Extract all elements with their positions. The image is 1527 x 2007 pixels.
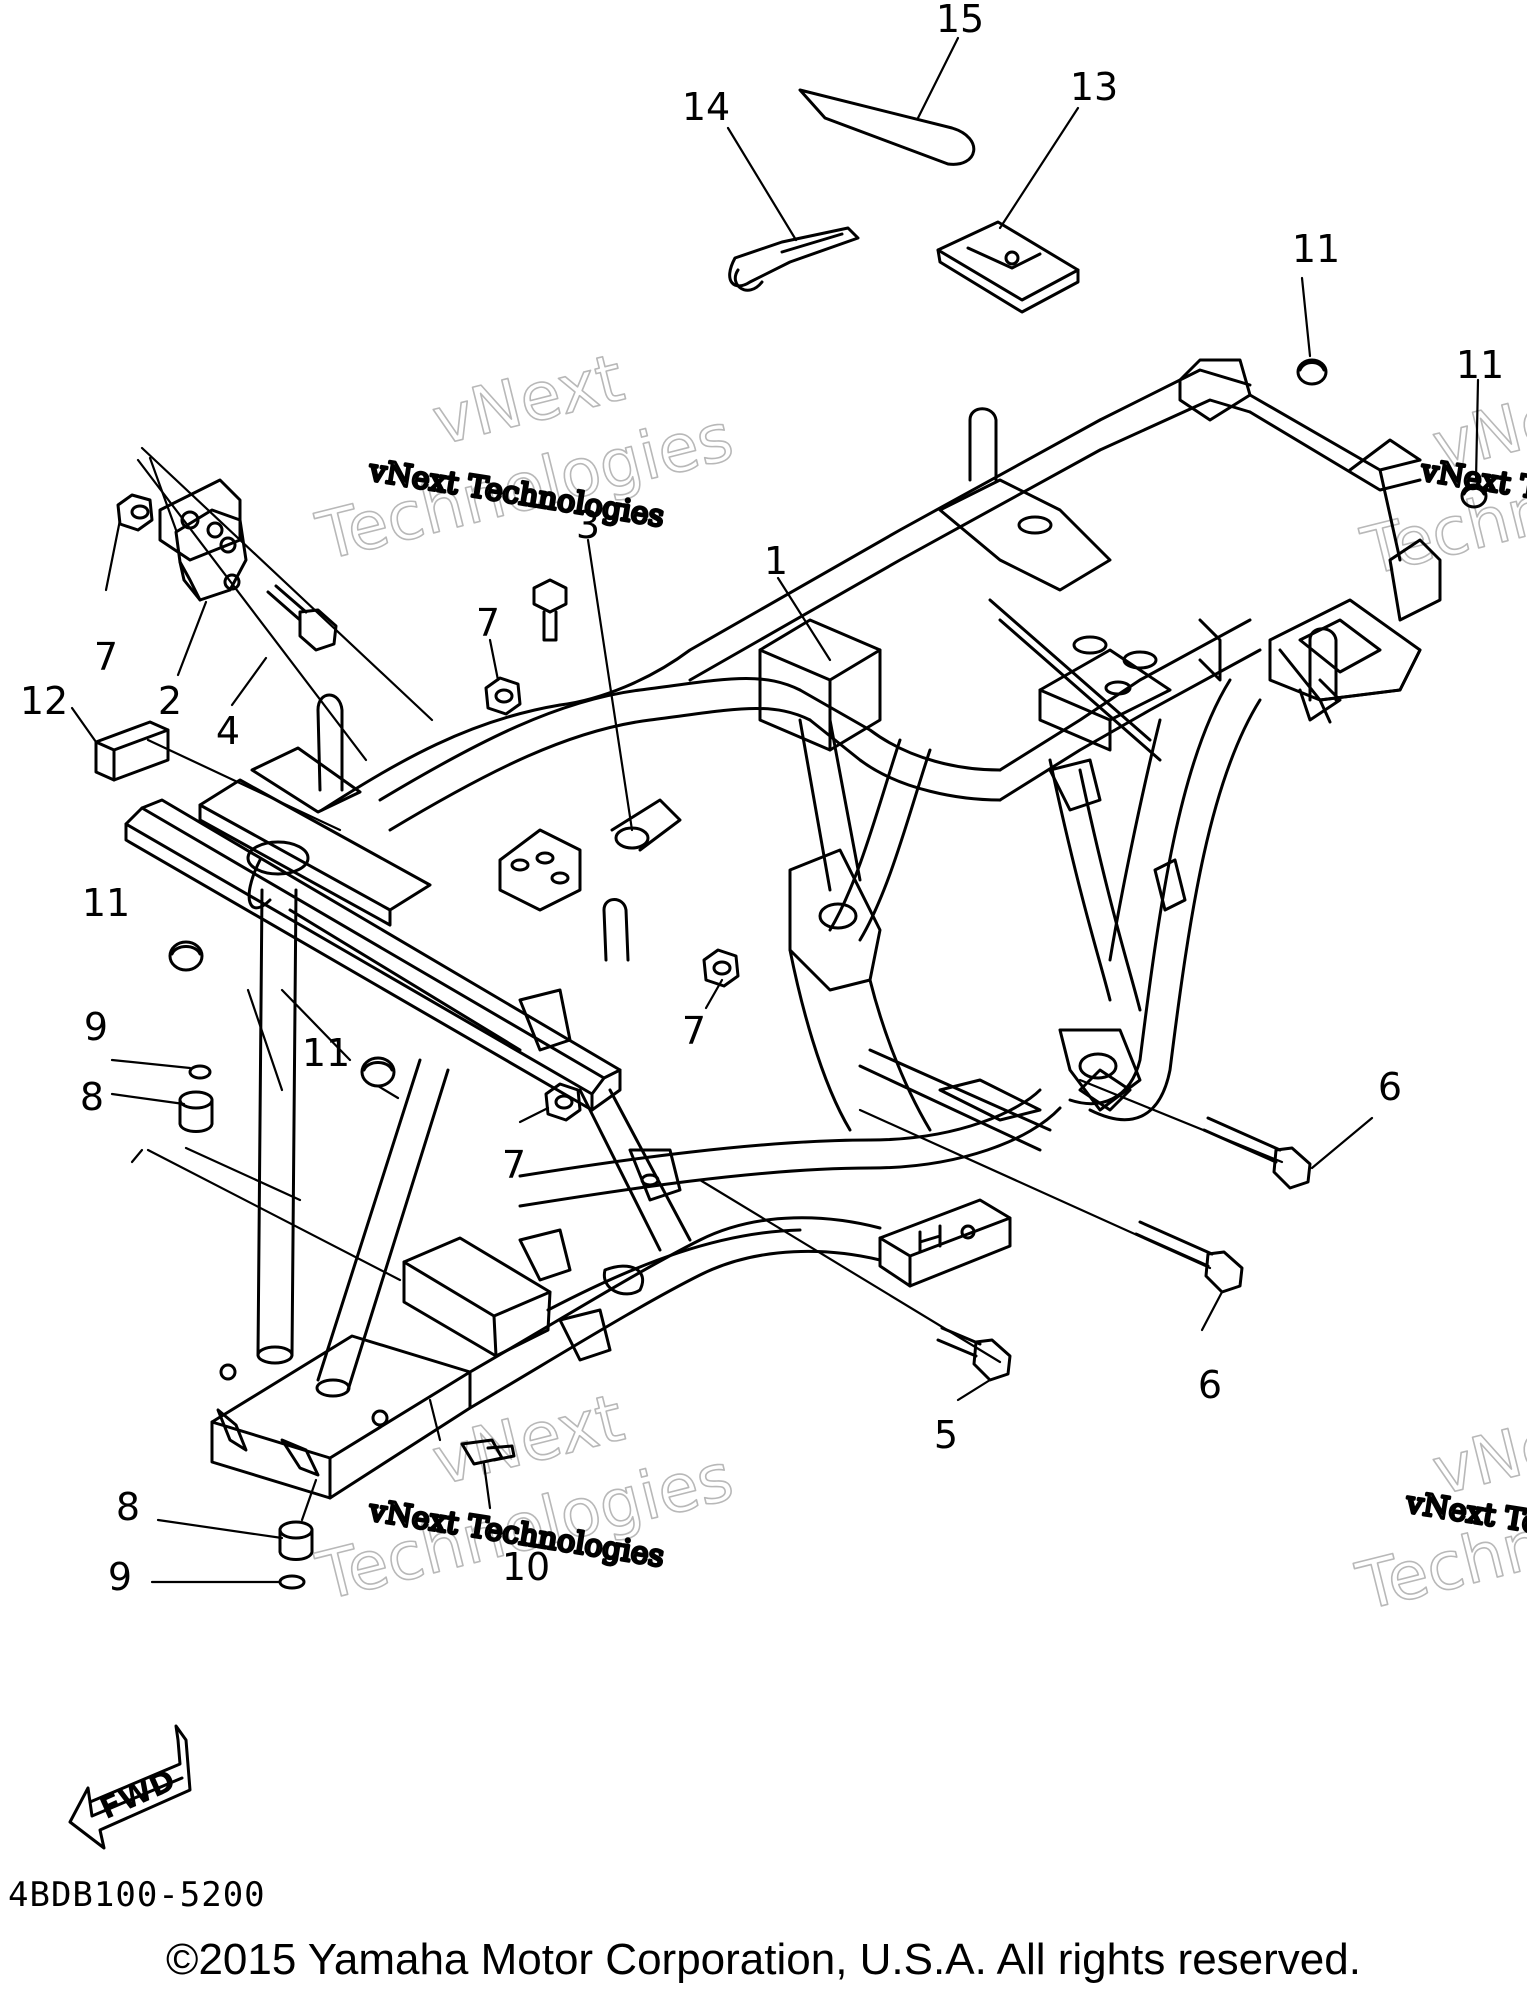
- part-8-bushing-upper: [178, 1090, 214, 1133]
- callout-7-mid-left: 7: [476, 601, 500, 645]
- u-loop-rear-top: [968, 407, 998, 482]
- part-7-nut-center: [702, 948, 740, 988]
- part-3-bolt: [532, 578, 568, 642]
- part-13-plate: [936, 220, 1080, 314]
- u-loop-rear-right: [1308, 627, 1338, 702]
- part-12-block: [94, 720, 170, 782]
- fwd-arrow-icon: [68, 1724, 192, 1850]
- callout-3: 3: [576, 503, 600, 547]
- callout-6-lower: 6: [1198, 1363, 1222, 1407]
- watermark-top-left: vNext Technologies vNext Technologies: [308, 338, 741, 576]
- callout-4: 4: [216, 709, 240, 753]
- part-15-pad: [798, 88, 976, 166]
- callout-9-upper: 9: [84, 1005, 108, 1049]
- leader-lines: [70, 36, 1480, 1584]
- part-9-oring-lower: [278, 1574, 306, 1590]
- part-11-cap-left: [168, 940, 204, 972]
- callout-11-top-right: 11: [1292, 227, 1340, 271]
- part-4-bolt: [266, 584, 338, 652]
- part-11-cap-mid: [360, 1056, 396, 1088]
- callout-7-top-left: 7: [94, 635, 118, 679]
- part-9-oring-upper: [188, 1064, 212, 1080]
- part-7-nut-lower-left: [544, 1082, 582, 1122]
- callout-12: 12: [20, 679, 68, 723]
- frame-assembly: [124, 358, 1442, 1500]
- part-code: 4BDB100-5200: [8, 1875, 266, 1915]
- part-6-bolt-lower: [1134, 1220, 1244, 1294]
- callout-5: 5: [934, 1413, 958, 1457]
- part-10-fitting: [460, 1438, 516, 1466]
- part-11-cap-top-right: [1296, 358, 1328, 386]
- callout-8-upper: 8: [80, 1075, 104, 1119]
- callout-9-lower: 9: [108, 1555, 132, 1599]
- callout-11-mid: 11: [302, 1031, 350, 1075]
- u-loop-mid: [602, 898, 630, 962]
- callout-1: 1: [764, 539, 788, 583]
- part-7-nut-top-left: [116, 493, 154, 532]
- callout-7-lower: 7: [502, 1143, 526, 1187]
- u-loop-left: [316, 693, 344, 792]
- callout-11-right: 11: [1456, 343, 1504, 387]
- callout-13: 13: [1070, 65, 1118, 109]
- callout-15: 15: [936, 0, 984, 41]
- part-8-bushing-lower: [278, 1520, 314, 1561]
- callout-10: 10: [502, 1545, 550, 1589]
- copyright-notice: ©2015 Yamaha Motor Corporation, U.S.A. A…: [166, 1935, 1361, 1984]
- callout-7-center: 7: [682, 1009, 706, 1053]
- callout-6-upper: 6: [1378, 1065, 1402, 1109]
- callout-11-left: 11: [82, 881, 130, 925]
- callout-labels: 15 14 13 11 11 3 1 7 2 4 12 7 11 9 11 8 …: [20, 0, 1504, 1599]
- watermark-bottom-right: vNext Technologies vNext Technologies: [1348, 1388, 1527, 1626]
- part-2-bracket: [174, 508, 248, 602]
- part-7-nut-mid-left: [484, 676, 522, 716]
- fwd-label: FWD: [95, 1763, 181, 1827]
- part-14-clip: [728, 226, 860, 292]
- callout-14: 14: [682, 85, 730, 129]
- callout-2: 2: [158, 679, 182, 723]
- part-11-cap-right: [1460, 483, 1488, 509]
- callout-8-lower: 8: [116, 1485, 140, 1529]
- part-5-bolt: [936, 1326, 1012, 1382]
